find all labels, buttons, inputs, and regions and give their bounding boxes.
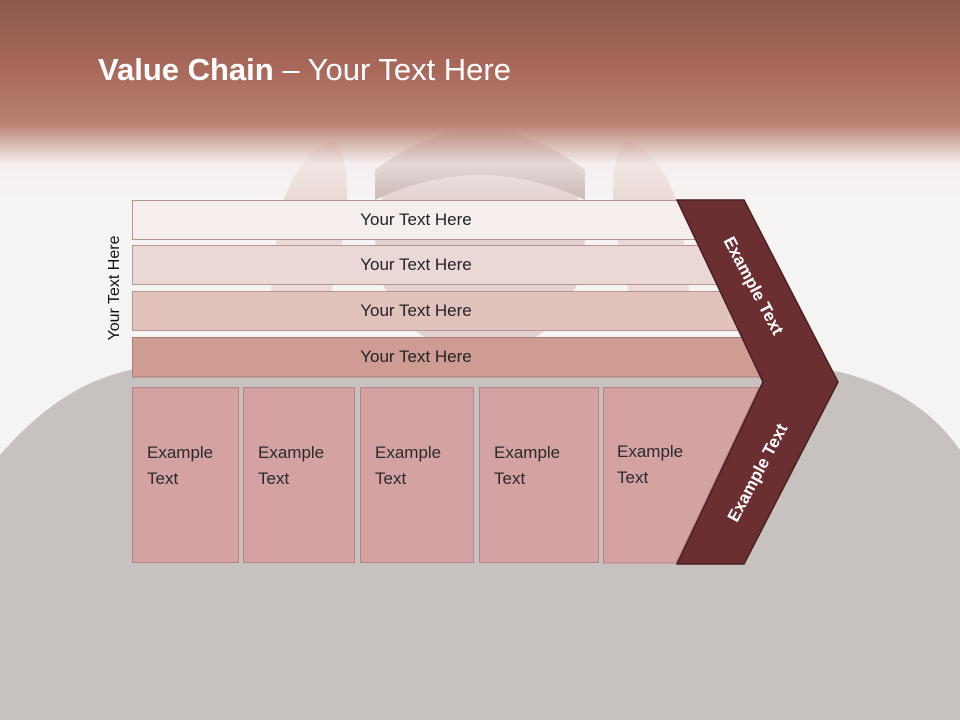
header-band [0,0,960,200]
value-chevron [675,199,839,565]
row-3-label: Your Text Here [360,301,472,320]
row-2-label: Your Text Here [360,255,472,274]
row-1-label: Your Text Here [360,210,472,229]
page-title: Value Chain – Your Text Here [98,52,511,87]
row-4-label: Your Text Here [360,347,472,366]
activity-box-5-shape [603,387,760,564]
reflection [0,389,960,715]
